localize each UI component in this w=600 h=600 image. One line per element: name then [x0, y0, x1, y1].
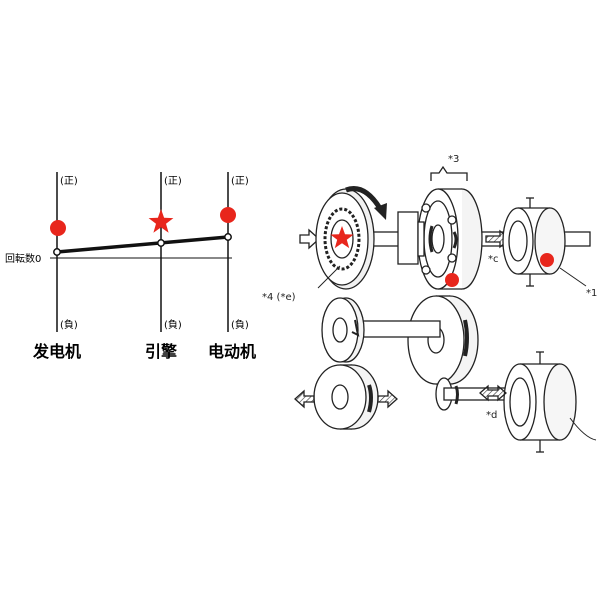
speed-relation-line	[56, 235, 229, 254]
callout-c-label: *c	[488, 254, 499, 265]
generator-axis-top-label: (正)	[60, 176, 78, 187]
output-right-arrow-icon	[377, 389, 398, 409]
counter-shaft	[321, 295, 479, 385]
motor-red-marker	[540, 253, 554, 267]
callout-1-label: *1	[586, 288, 597, 299]
nomogram: (正) (正) (正) 回転数0 (負) (負) (負) 发电机 引擎 电动机	[5, 172, 256, 361]
motor-rotor	[502, 197, 566, 287]
callout-3-label: *3	[448, 154, 459, 165]
generator-red-marker	[50, 220, 66, 236]
gear-train-diagram: *3 *c *1 *4 (*e)	[262, 154, 597, 453]
ring-gear-brace	[430, 165, 468, 181]
engine-rotation-arrowhead-icon	[374, 203, 387, 220]
engine-speed-node	[157, 239, 165, 247]
hatched-double-arrow-icon	[479, 384, 507, 402]
engine-axis-label: 引擎	[145, 342, 178, 361]
callout-4-label: *4 (*e)	[262, 292, 296, 303]
motor-red-marker	[220, 207, 236, 223]
input-arrow-icon	[299, 228, 320, 250]
generator-axis-bottom-label: (負)	[60, 319, 78, 331]
callout-1-leader	[559, 267, 587, 287]
carrier-red-star-marker	[330, 226, 354, 249]
output-left-arrow-icon	[294, 389, 315, 409]
generator-axis-label: 发电机	[32, 342, 81, 361]
engine-rotation-arrow-icon	[345, 186, 384, 212]
generator-speed-node	[53, 248, 61, 256]
engine-red-star-marker	[148, 209, 174, 233]
engine-axis-bottom-label: (負)	[164, 319, 182, 331]
motor-axis-label: 电动机	[208, 342, 256, 361]
motor-axis-bottom-label: (負)	[231, 319, 249, 331]
zero-speed-label: 回転数0	[5, 252, 41, 265]
ring-gear-assembly	[397, 188, 483, 290]
callout-4-leader	[317, 265, 341, 289]
engine-axis-top-label: (正)	[164, 176, 182, 187]
callout-d-label: *d	[486, 410, 497, 421]
differential-gear	[313, 364, 379, 430]
ring-red-marker	[445, 273, 459, 287]
motor-axis-top-label: (正)	[231, 176, 249, 187]
motor-speed-node	[224, 233, 232, 241]
